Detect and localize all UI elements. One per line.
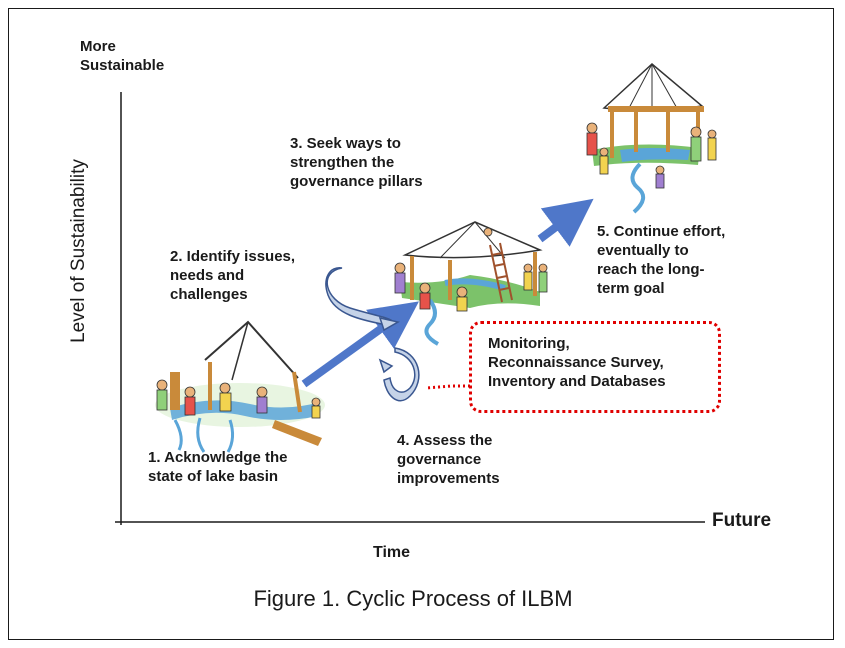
y-axis-label: Level of Sustainability bbox=[68, 159, 89, 343]
step-2-label: 2. Identify issues, needs and challenges bbox=[170, 248, 296, 303]
monitoring-callout-text: Monitoring, Reconnaissance Survey, Inven… bbox=[488, 335, 666, 390]
callout-connector bbox=[425, 384, 470, 390]
figure-caption: Figure 1. Cyclic Process of ILBM bbox=[253, 586, 573, 611]
lake-basin-scene-2 bbox=[394, 221, 548, 346]
cycle-loop-upper bbox=[325, 267, 401, 332]
lake-basin-scene-1 bbox=[155, 320, 325, 453]
step-4-label: 4. Assess the governance improvements bbox=[397, 432, 500, 487]
step-3-label: 3. Seek ways to strengthen the governanc… bbox=[290, 135, 423, 190]
cycle-loop-lower bbox=[378, 347, 420, 402]
y-axis-top-label: More Sustainable bbox=[80, 38, 165, 74]
x-axis-end-label: Future bbox=[712, 510, 772, 531]
progress-arrow-upper bbox=[537, 198, 594, 247]
progress-arrow-lower bbox=[301, 301, 419, 388]
x-axis-label: Time bbox=[373, 544, 411, 561]
lake-basin-scene-3 bbox=[586, 63, 717, 214]
monitoring-callout-box bbox=[469, 321, 721, 413]
step-5-label: 5. Continue effort, eventually to reach … bbox=[597, 223, 726, 297]
step-1-label: 1. Acknowledge the state of lake basin bbox=[148, 449, 288, 485]
